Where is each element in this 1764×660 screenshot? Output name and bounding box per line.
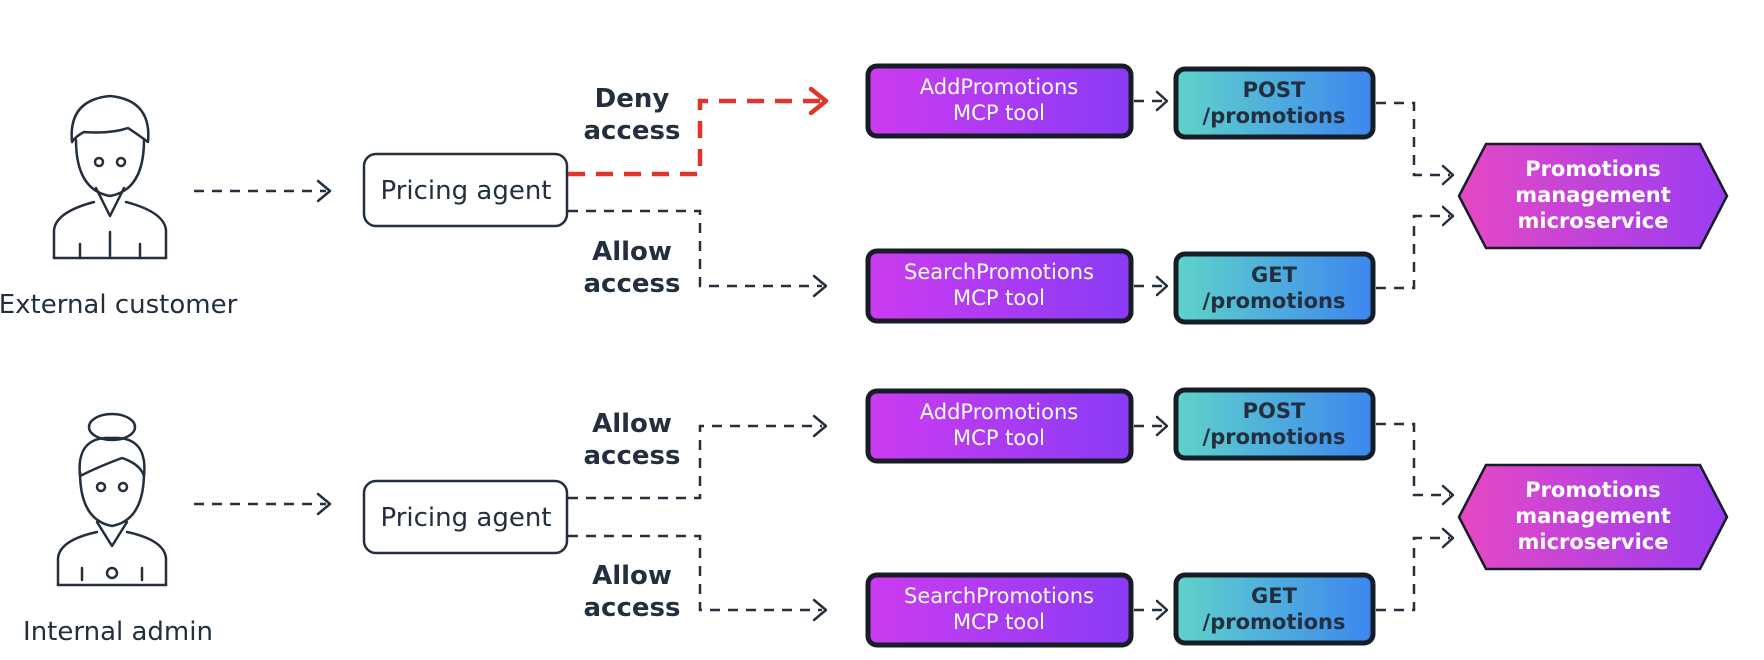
deny-access-label-line1: Deny bbox=[595, 84, 670, 114]
allow-route-arrow bbox=[568, 209, 828, 298]
allow-route-arrow bbox=[568, 414, 828, 500]
post-promotions-api-box: POST /promotions bbox=[1173, 387, 1376, 461]
tool-type-label: MCP tool bbox=[953, 101, 1045, 125]
service-label-line2: management bbox=[1515, 183, 1671, 207]
customer-to-agent-arrow bbox=[194, 179, 332, 203]
allow-access-label-line2: access bbox=[584, 269, 681, 299]
api-to-service-arrow bbox=[1376, 422, 1455, 506]
get-promotions-api-box: GET /promotions bbox=[1173, 572, 1376, 646]
external-customer-label: External customer bbox=[0, 290, 238, 320]
api-method-label: GET bbox=[1251, 584, 1298, 608]
allow-access-label-line2: access bbox=[584, 441, 681, 471]
tool-to-api-arrow bbox=[1134, 90, 1169, 112]
search-promotions-tool-box: SearchPromotions MCP tool bbox=[865, 572, 1134, 648]
promotions-microservice-hexagon: Promotions management microservice bbox=[1457, 463, 1729, 571]
tool-to-api-arrow bbox=[1134, 275, 1169, 297]
get-promotions-api-box: GET /promotions bbox=[1173, 251, 1376, 325]
allow-access-label-line1: Allow bbox=[592, 409, 672, 439]
allow-access-label-line1: Allow bbox=[592, 561, 672, 591]
api-to-service-arrow bbox=[1376, 527, 1455, 612]
service-label-line3: microservice bbox=[1518, 530, 1669, 554]
internal-admin-icon bbox=[56, 412, 168, 587]
promotions-microservice-hexagon: Promotions management microservice bbox=[1457, 142, 1729, 250]
allow-access-label-line2: access bbox=[584, 593, 681, 623]
tool-to-api-arrow bbox=[1134, 415, 1169, 437]
flow-internal-admin: Internal admin Pricing agent Allow acces… bbox=[23, 387, 1729, 648]
search-promotions-tool-box: SearchPromotions MCP tool bbox=[865, 248, 1134, 324]
service-label-line3: microservice bbox=[1518, 209, 1669, 233]
tool-type-label: MCP tool bbox=[953, 610, 1045, 634]
tool-name-label: SearchPromotions bbox=[904, 584, 1094, 608]
api-path-label: /promotions bbox=[1203, 425, 1346, 449]
deny-access-label-line2: access bbox=[584, 116, 681, 146]
allow-route-arrow bbox=[568, 534, 828, 622]
api-path-label: /promotions bbox=[1203, 104, 1346, 128]
pricing-agent-box: Pricing agent bbox=[362, 152, 569, 228]
api-method-label: POST bbox=[1243, 399, 1306, 423]
allow-access-label-line1: Allow bbox=[592, 237, 672, 267]
api-to-service-arrow bbox=[1376, 205, 1455, 290]
add-promotions-tool-box: AddPromotions MCP tool bbox=[865, 388, 1134, 464]
tool-to-api-arrow bbox=[1134, 599, 1169, 621]
post-promotions-api-box: POST /promotions bbox=[1173, 66, 1376, 140]
pricing-agent-label: Pricing agent bbox=[380, 503, 551, 533]
service-label-line1: Promotions bbox=[1525, 478, 1661, 502]
tool-type-label: MCP tool bbox=[953, 426, 1045, 450]
service-label-line2: management bbox=[1515, 504, 1671, 528]
api-method-label: GET bbox=[1251, 263, 1298, 287]
api-path-label: /promotions bbox=[1203, 610, 1346, 634]
pricing-agent-label: Pricing agent bbox=[380, 176, 551, 206]
service-label-line1: Promotions bbox=[1525, 157, 1661, 181]
tool-name-label: SearchPromotions bbox=[904, 260, 1094, 284]
api-method-label: POST bbox=[1243, 78, 1306, 102]
deny-route-arrow bbox=[568, 86, 829, 177]
flow-external-customer: External customer Pricing agent Deny acc… bbox=[0, 63, 1729, 325]
api-path-label: /promotions bbox=[1203, 289, 1346, 313]
api-to-service-arrow bbox=[1376, 101, 1455, 186]
pricing-agent-box: Pricing agent bbox=[362, 479, 569, 555]
external-customer-icon bbox=[52, 94, 168, 260]
tool-name-label: AddPromotions bbox=[920, 400, 1078, 424]
tool-type-label: MCP tool bbox=[953, 286, 1045, 310]
internal-admin-label: Internal admin bbox=[23, 617, 213, 647]
tool-name-label: AddPromotions bbox=[920, 75, 1078, 99]
admin-to-agent-arrow bbox=[194, 492, 332, 516]
add-promotions-tool-box: AddPromotions MCP tool bbox=[865, 63, 1134, 139]
